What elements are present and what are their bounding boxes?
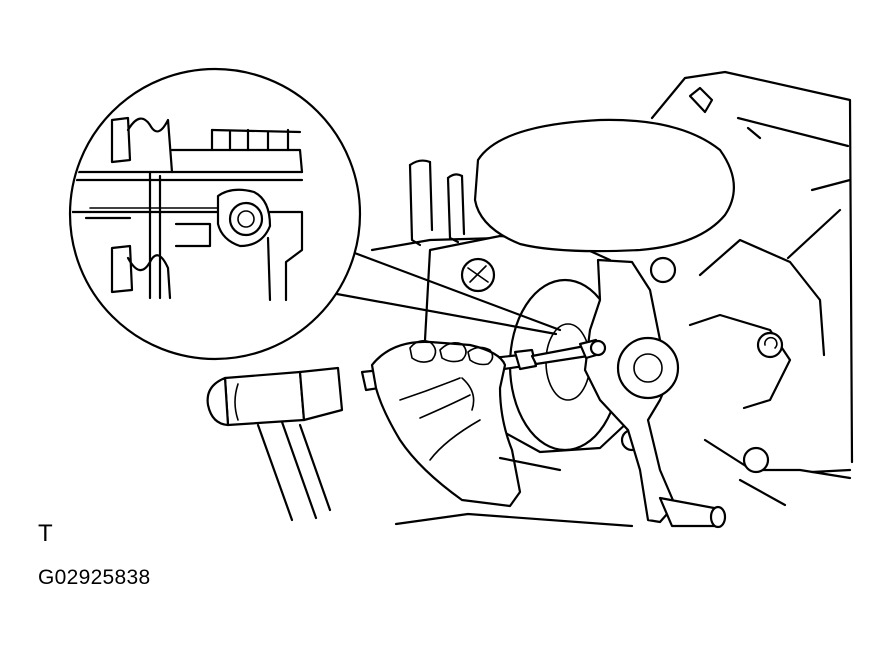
transaxle-stubs xyxy=(370,159,502,252)
detail-callout xyxy=(68,67,362,361)
figure-mark: T xyxy=(38,520,53,547)
hand xyxy=(370,340,522,508)
engine-housing xyxy=(649,70,854,507)
cover-dome xyxy=(473,118,735,253)
figure-code: G02925838 xyxy=(38,566,151,589)
shift-lever xyxy=(583,258,727,529)
base-lines xyxy=(394,456,634,528)
callout-pointer xyxy=(324,244,562,336)
hammer xyxy=(206,366,344,522)
